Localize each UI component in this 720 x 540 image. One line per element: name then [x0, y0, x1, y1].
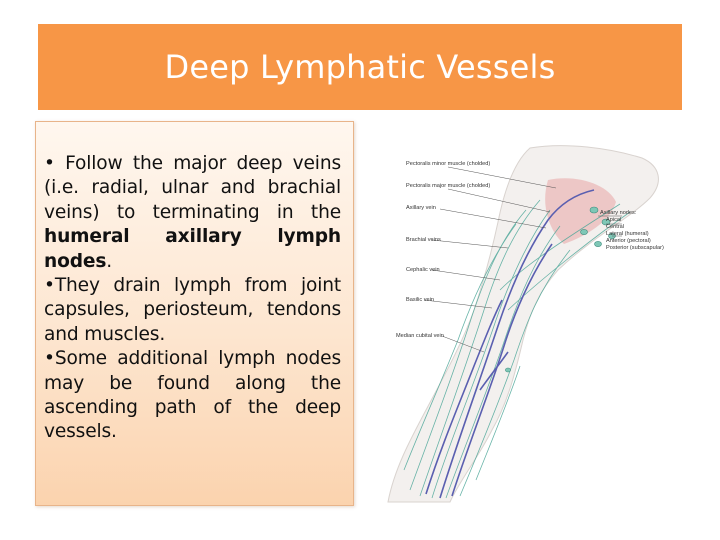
slide-title: Deep Lymphatic Vessels [164, 48, 556, 86]
bullet-text: • Follow the major deep veins (i.e. radi… [44, 152, 341, 445]
arm-lymphatics-illustration: Pectoralis minor muscle (cholded) Pector… [380, 140, 680, 505]
label-lateral: Lateral (humeral) [606, 231, 649, 237]
bullet-1-text: • Follow the major deep veins (i.e. radi… [44, 153, 341, 223]
arm-outline [387, 145, 659, 503]
lymph-nodes [505, 206, 616, 373]
bullet-1-end: . [106, 250, 113, 272]
bullet-2-text: •They drain lymph from joint capsules, p… [44, 275, 341, 345]
veins [425, 189, 595, 499]
label-basilic-vein: Basilic vein [406, 297, 434, 303]
label-median-cubital-vein: Median cubital vein [396, 333, 444, 339]
label-pectoralis-major: Pectoralis major muscle (cholded) [406, 183, 490, 189]
bullet-1-bold: humeral axillary lymph nodes [44, 226, 341, 272]
content-box: • Follow the major deep veins (i.e. radi… [35, 121, 354, 506]
left-labels: Pectoralis minor muscle (cholded) Pector… [396, 161, 490, 339]
label-leader-lines [423, 166, 622, 353]
label-cephalic-vein: Cephalic vein [406, 267, 440, 273]
label-anterior: Anterior (pectoral) [606, 238, 651, 244]
pectoral-muscle [545, 178, 616, 244]
label-axillary-nodes: Axillary nodes: [600, 210, 637, 216]
label-pectoralis-minor: Pectoralis minor muscle (cholded) [406, 161, 490, 167]
label-posterior: Posterior (subscapular) [606, 245, 664, 251]
title-bar: Deep Lymphatic Vessels [38, 24, 682, 110]
label-axillary-vein: Axillary vein [406, 205, 436, 211]
label-brachial-veins: Brachial veins [406, 237, 441, 243]
label-apical: Apical [606, 217, 621, 223]
arm-illustration-svg: Pectoralis minor muscle (cholded) Pector… [387, 145, 664, 503]
label-central: Central [606, 224, 624, 230]
bullet-3-text: •Some additional lymph nodes may be foun… [44, 348, 341, 443]
lymph-vessels [403, 199, 631, 499]
right-labels: Axillary nodes: Apical Central Lateral (… [600, 210, 664, 251]
